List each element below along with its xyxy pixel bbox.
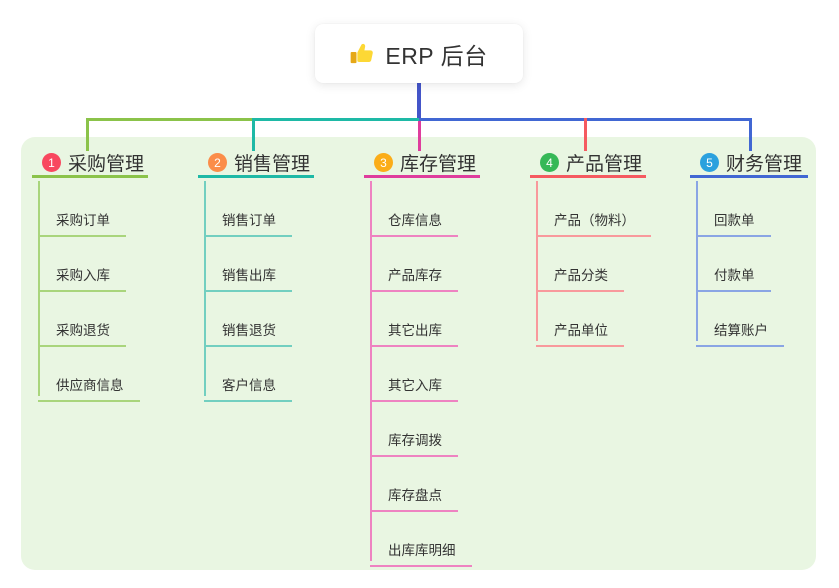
branch-trunk <box>696 181 698 341</box>
node-item[interactable]: 客户信息 <box>204 357 292 402</box>
connector-root-drop <box>417 83 421 121</box>
connector-branch-drop <box>749 118 752 151</box>
node-item[interactable]: 库存调拨 <box>370 412 458 457</box>
node-item[interactable]: 其它入库 <box>370 357 458 402</box>
branch-trunk <box>370 181 372 561</box>
connector-branch-drop <box>252 118 255 151</box>
branch-trunk <box>536 181 538 341</box>
node-item[interactable]: 采购退货 <box>38 302 126 347</box>
branches-panel <box>21 137 816 570</box>
branch-number-badge: 5 <box>700 153 719 172</box>
node-item[interactable]: 库存盘点 <box>370 467 458 512</box>
thumbs-up-icon <box>351 43 374 63</box>
node-item[interactable]: 产品单位 <box>536 302 624 347</box>
branch-number-badge: 3 <box>374 153 393 172</box>
branch-header-3[interactable]: 3 库存管理 <box>364 150 480 178</box>
node-item[interactable]: 采购订单 <box>38 192 126 237</box>
node-item[interactable]: 供应商信息 <box>38 357 140 402</box>
branch-header-2[interactable]: 2 销售管理 <box>198 150 314 178</box>
connector-branch-drop <box>86 118 89 151</box>
branch-label: 采购管理 <box>68 154 145 175</box>
node-item[interactable]: 出库库明细 <box>370 522 472 567</box>
branch-label: 产品管理 <box>566 154 643 175</box>
connector-horizontal-segment <box>86 118 253 121</box>
node-item[interactable]: 产品库存 <box>370 247 458 292</box>
branch-number-badge: 1 <box>42 153 61 172</box>
connector-branch-drop <box>418 121 421 151</box>
branch-header-4[interactable]: 4 产品管理 <box>530 150 646 178</box>
branch-trunk <box>38 181 40 396</box>
root-title: ERP 后台 <box>385 42 488 69</box>
node-item[interactable]: 结算账户 <box>696 302 784 347</box>
node-item[interactable]: 付款单 <box>696 247 771 292</box>
node-item[interactable]: 回款单 <box>696 192 771 237</box>
branch-trunk <box>204 181 206 396</box>
root-node[interactable]: ERP 后台 <box>315 24 523 83</box>
branch-header-1[interactable]: 1 采购管理 <box>32 150 148 178</box>
node-item[interactable]: 采购入库 <box>38 247 126 292</box>
node-item[interactable]: 销售退货 <box>204 302 292 347</box>
branch-number-badge: 4 <box>540 153 559 172</box>
connector-horizontal-segment <box>253 118 419 121</box>
branch-label: 财务管理 <box>726 154 803 175</box>
branch-label: 库存管理 <box>400 154 477 175</box>
node-item[interactable]: 销售订单 <box>204 192 292 237</box>
node-item[interactable]: 产品（物料） <box>536 192 651 237</box>
branch-header-5[interactable]: 5 财务管理 <box>690 150 808 178</box>
node-item[interactable]: 产品分类 <box>536 247 624 292</box>
node-item[interactable]: 其它出库 <box>370 302 458 347</box>
node-item[interactable]: 仓库信息 <box>370 192 458 237</box>
node-item[interactable]: 销售出库 <box>204 247 292 292</box>
connector-branch-drop <box>584 118 587 151</box>
branch-label: 销售管理 <box>234 154 311 175</box>
branch-number-badge: 2 <box>208 153 227 172</box>
